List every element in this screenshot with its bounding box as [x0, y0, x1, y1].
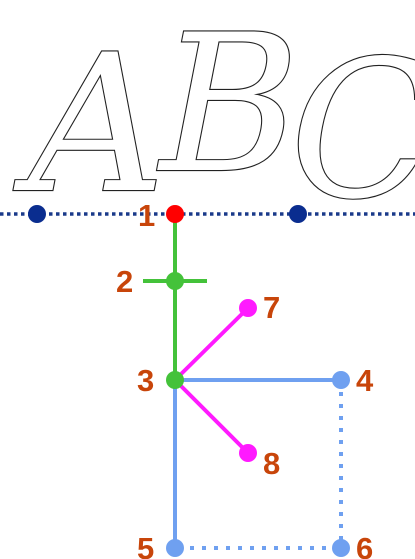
label-4: 4 — [356, 363, 374, 398]
label-3: 3 — [137, 363, 154, 398]
letter-b: B — [157, 0, 300, 215]
point-7 — [239, 299, 257, 317]
baseline-dot-left — [28, 205, 46, 223]
label-7: 7 — [263, 290, 280, 325]
script-letters: A B C — [13, 0, 415, 241]
magenta-stroke-up — [175, 308, 248, 380]
magenta-stroke-down — [175, 380, 248, 453]
letter-c: C — [290, 20, 415, 241]
point-3 — [166, 371, 184, 389]
point-4 — [332, 371, 350, 389]
point-6 — [332, 539, 350, 557]
point-5 — [166, 539, 184, 557]
label-1: 1 — [138, 198, 155, 233]
point-2 — [166, 272, 184, 290]
baseline-dot-right — [289, 205, 307, 223]
label-8: 8 — [263, 446, 280, 481]
point-1 — [166, 205, 184, 223]
label-2: 2 — [116, 264, 133, 299]
label-5: 5 — [137, 531, 154, 559]
point-8 — [239, 444, 257, 462]
label-6: 6 — [356, 531, 373, 559]
